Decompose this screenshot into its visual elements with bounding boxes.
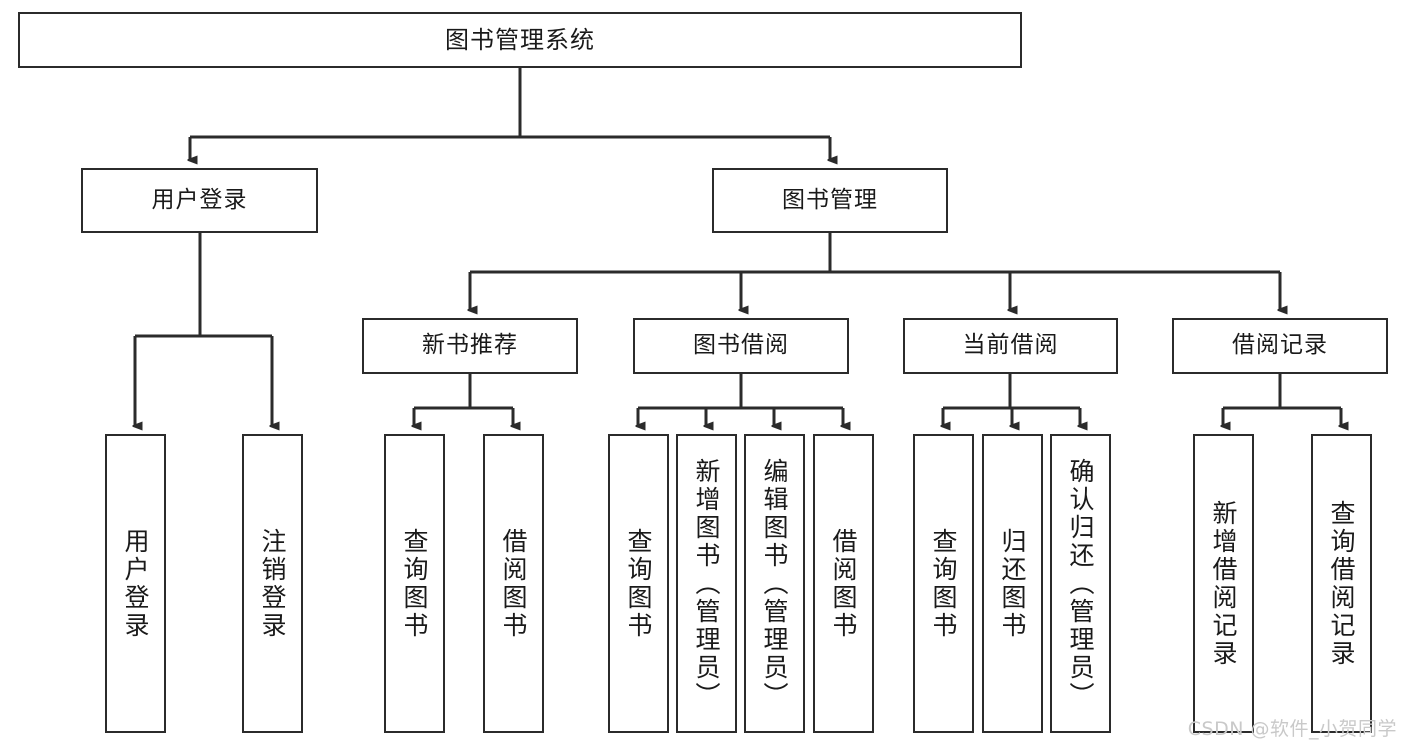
leaf-current-borrow-return-book[interactable]: 归还图书 (982, 434, 1043, 733)
leaf-book-borrow-add-book-admin[interactable]: 新增图书（管理员） (676, 434, 737, 733)
node-label: 当前借阅 (962, 332, 1059, 359)
leaf-book-borrow-query-book[interactable]: 查询图书 (608, 434, 669, 733)
leaf-book-borrow-edit-book-admin[interactable]: 编辑图书（管理员） (744, 434, 805, 733)
leaf-new-book-query-book[interactable]: 查询图书 (384, 434, 445, 733)
leaf-borrow-record-query-record[interactable]: 查询借阅记录 (1311, 434, 1372, 733)
leaf-user-login-login[interactable]: 用户登录 (105, 434, 166, 733)
leaf-user-login-logout[interactable]: 注销登录 (242, 434, 303, 733)
leaf-current-borrow-query-book[interactable]: 查询图书 (913, 434, 974, 733)
node-label: 借阅记录 (1232, 332, 1328, 359)
leaf-book-borrow-borrow-book[interactable]: 借阅图书 (813, 434, 874, 733)
node-label: 归还图书 (998, 527, 1027, 640)
node-label: 查询图书 (400, 527, 429, 640)
node-new-book-recommend[interactable]: 新书推荐 (362, 318, 578, 374)
node-label: 图书管理系统 (445, 25, 595, 54)
node-label: 编辑图书（管理员） (760, 457, 789, 710)
node-label: 用户登录 (121, 527, 150, 640)
leaf-new-book-borrow-book[interactable]: 借阅图书 (483, 434, 544, 733)
node-label: 新增借阅记录 (1209, 499, 1238, 668)
node-current-borrow[interactable]: 当前借阅 (903, 318, 1118, 374)
node-label: 查询图书 (624, 527, 653, 640)
node-label: 图书管理 (782, 186, 878, 213)
node-label: 图书借阅 (693, 332, 789, 359)
leaf-current-borrow-confirm-return-admin[interactable]: 确认归还（管理员） (1050, 434, 1111, 733)
leaf-borrow-record-add-record[interactable]: 新增借阅记录 (1193, 434, 1254, 733)
watermark-text: CSDN @软件_小贺同学 (1187, 718, 1397, 740)
node-book-management-system[interactable]: 图书管理系统 (18, 12, 1022, 68)
node-borrow-record[interactable]: 借阅记录 (1172, 318, 1388, 374)
node-user-login[interactable]: 用户登录 (81, 168, 318, 233)
node-label: 确认归还（管理员） (1066, 457, 1095, 710)
node-label: 新书推荐 (422, 332, 518, 359)
node-label: 用户登录 (151, 186, 248, 213)
node-label: 借阅图书 (829, 527, 858, 640)
node-label: 借阅图书 (499, 527, 528, 640)
node-label: 新增图书（管理员） (692, 457, 721, 710)
node-label: 查询图书 (929, 527, 958, 640)
node-label: 注销登录 (258, 527, 287, 640)
node-book-management[interactable]: 图书管理 (712, 168, 948, 233)
node-label: 查询借阅记录 (1327, 499, 1356, 668)
node-book-borrow[interactable]: 图书借阅 (633, 318, 849, 374)
